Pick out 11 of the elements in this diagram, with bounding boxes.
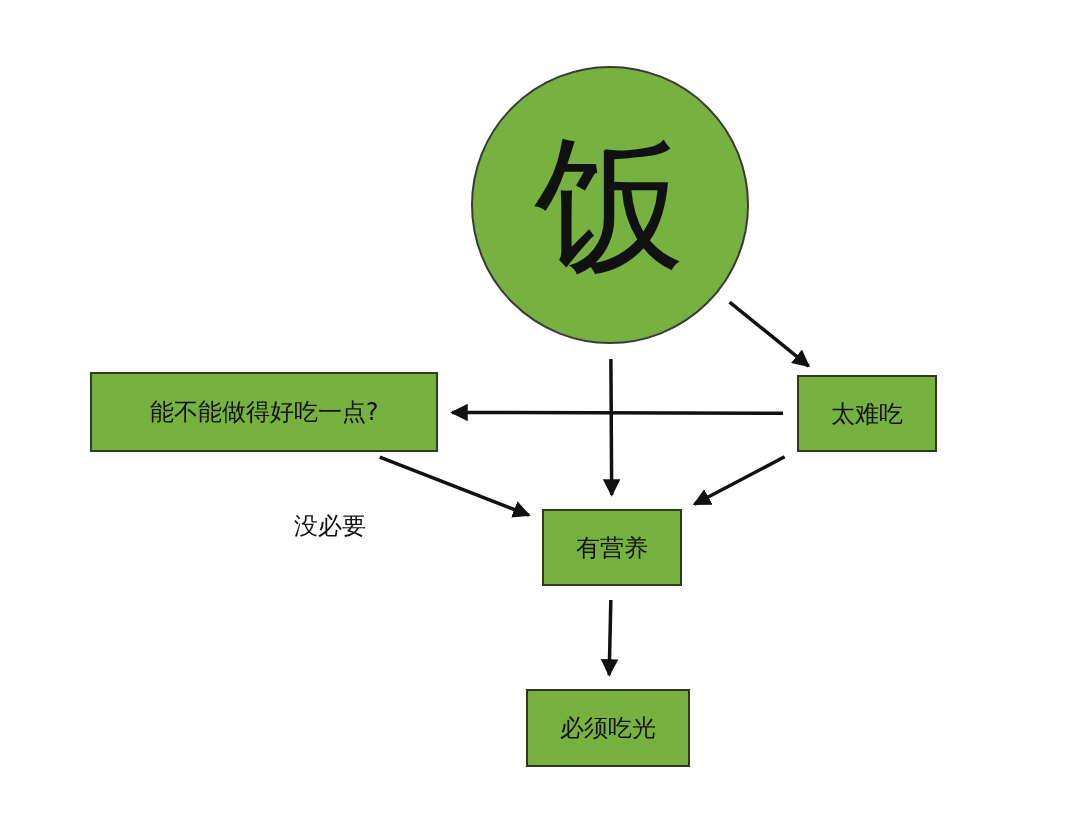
process-box: 太难吃 (797, 375, 937, 452)
circle-node: 饭 (470, 65, 750, 345)
arrow (450, 403, 783, 422)
process-box: 有营养 (542, 509, 682, 586)
arrow (692, 455, 786, 506)
process-box: 能不能做得好吃一点? (90, 372, 438, 452)
arrow (379, 455, 531, 518)
process-box: 必须吃光 (526, 689, 690, 767)
arrow (600, 599, 619, 677)
arrow (602, 359, 621, 497)
arrow (728, 300, 811, 368)
